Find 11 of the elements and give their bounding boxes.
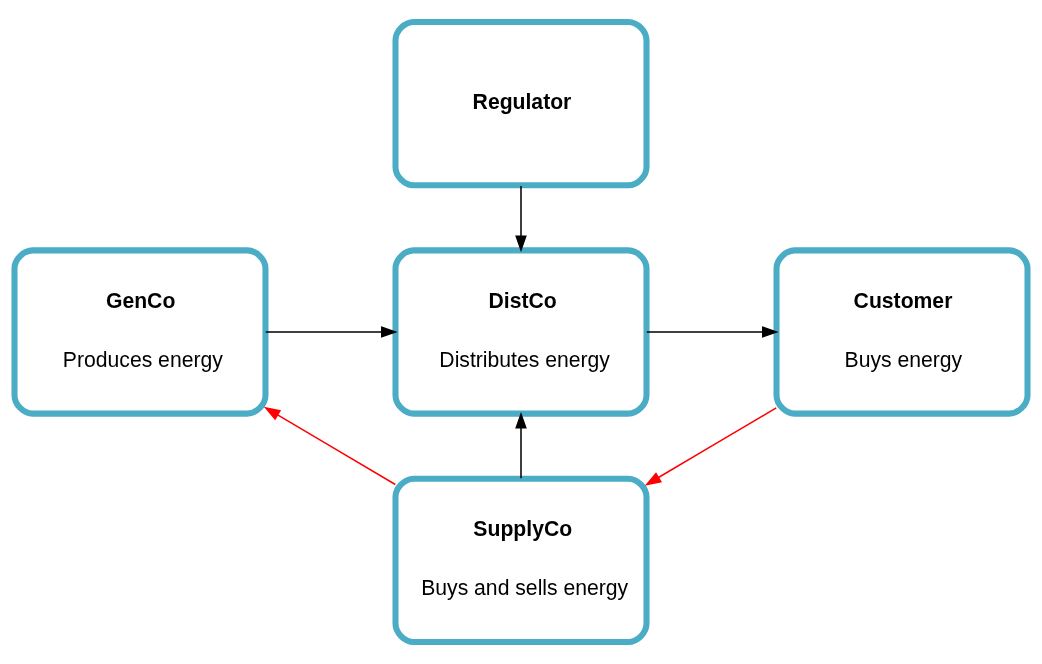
arrow — [515, 185, 527, 253]
node-box: Regulator — [392, 19, 650, 189]
node-box: SupplyCo Buys and sells energy — [392, 475, 650, 645]
arrow — [644, 407, 777, 486]
arrow — [265, 326, 398, 338]
arrow — [263, 406, 397, 486]
node-box: GenCo Produces energy — [11, 247, 269, 417]
node-box: DistCo Distributes energy — [392, 247, 650, 417]
node-box: Customer Buys energy — [773, 247, 1031, 417]
arrow — [646, 326, 779, 338]
arrow — [515, 411, 527, 480]
